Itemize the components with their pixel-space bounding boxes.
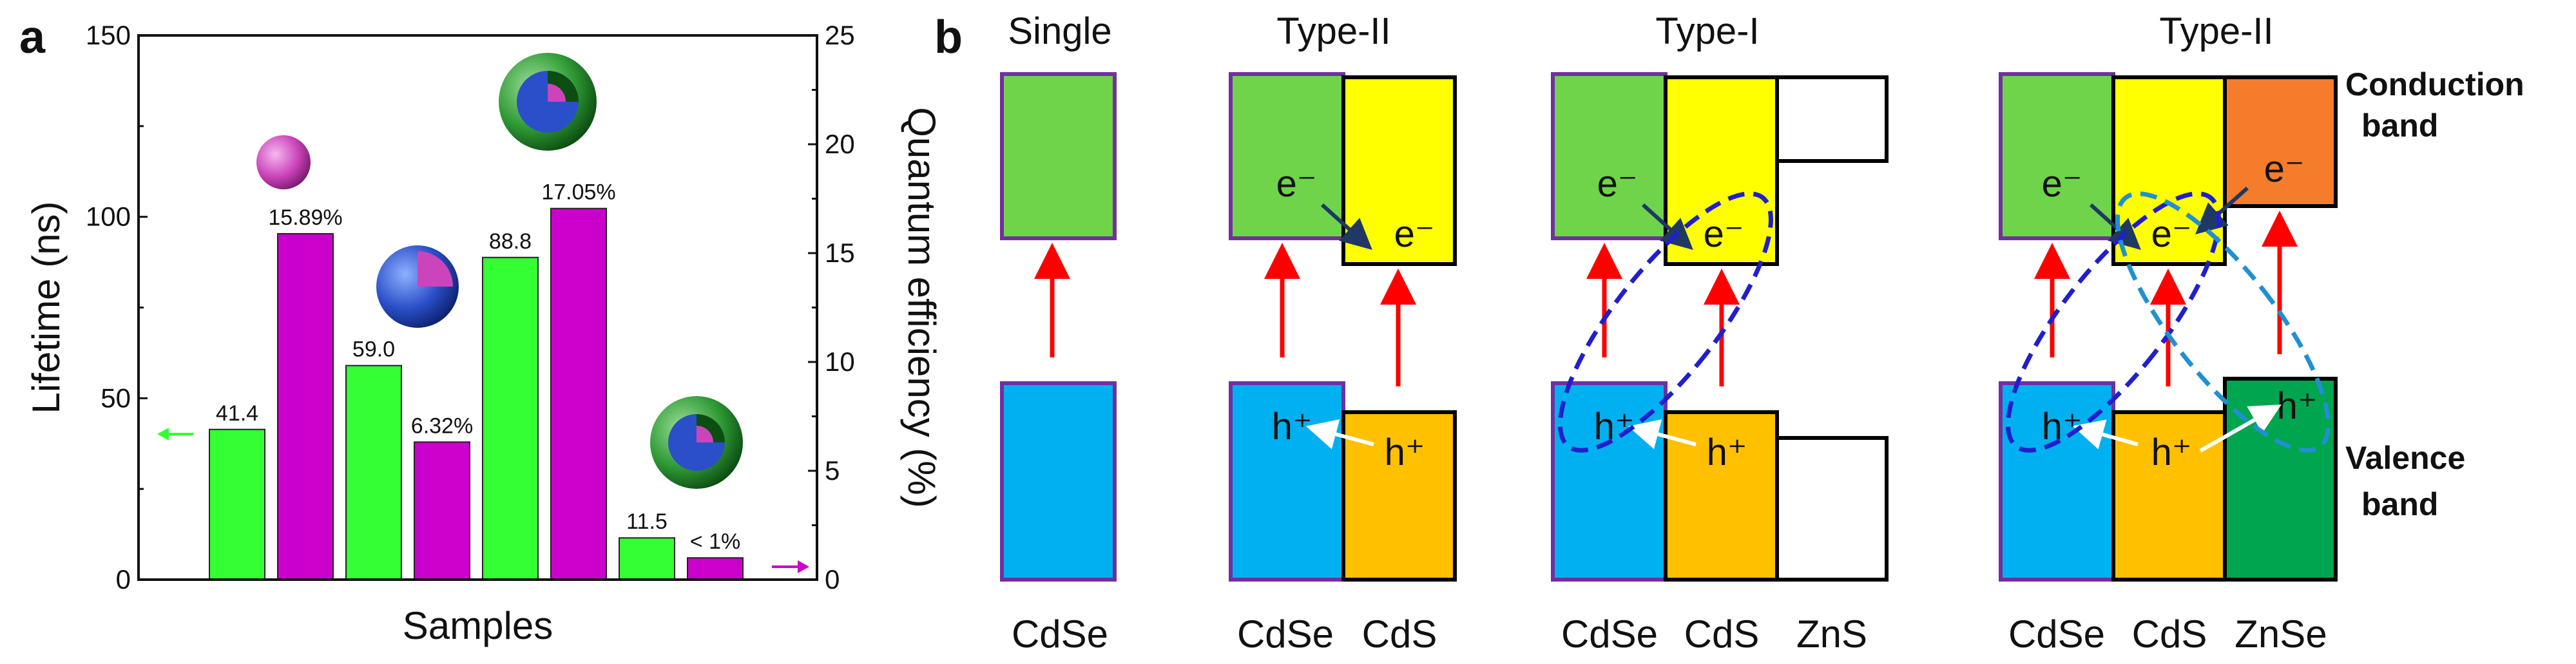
material-label-cdse: CdSe — [2008, 612, 2105, 656]
electron-label: e⁻ — [1597, 163, 1638, 205]
panel-letter-b: b — [934, 12, 963, 63]
band-diagram-cdse-cds: e⁻ e⁻ h⁺ h⁺ — [1229, 72, 1457, 582]
title-type-ii-cdse-cds-znse: Type-II — [2159, 10, 2273, 52]
left-axis-indicator-arrow — [157, 428, 193, 441]
electron-label: e⁻ — [1394, 213, 1435, 255]
right-y-tick-label: 0 — [825, 564, 840, 594]
quantum-efficiency-data-label: < 1% — [690, 529, 740, 554]
band-diagram-cdse-cds-znse: e⁻ e⁻ e⁻ h⁺ h⁺ h⁺ — [1999, 72, 2338, 582]
cdse-cds-core-shell-particle-image — [376, 245, 459, 328]
exciton-overlap-ellipse — [2006, 191, 2221, 453]
hole-label: h⁺ — [1707, 432, 1747, 473]
cdse-cds-zns-particle-image — [499, 53, 597, 151]
hole-transfer-arrow — [1305, 419, 1374, 450]
zns-valence-band — [1775, 436, 1889, 582]
material-label-cds: CdS — [1362, 612, 1437, 656]
right-y-tick-label: 15 — [825, 238, 855, 268]
band-diagram-cdse-cds-zns: e⁻ e⁻ h⁺ h⁺ — [1551, 72, 1889, 582]
material-label-cdse: CdSe — [1561, 612, 1658, 656]
svg-text:band: band — [2361, 108, 2438, 144]
material-label-znse: ZnSe — [2235, 612, 2327, 656]
conduction-band-label: Conduction band — [2345, 66, 2524, 144]
quantum-efficiency-bar — [414, 441, 470, 580]
electron-transfer-arrow — [2195, 186, 2249, 234]
right-y-tick-label: 10 — [825, 346, 855, 377]
cdse-conduction-band — [1000, 72, 1117, 240]
lifetime-bar — [482, 256, 539, 580]
electron-label: e⁻ — [1276, 163, 1317, 205]
right-y-tick-label: 5 — [825, 455, 840, 486]
hole-label: h⁺ — [2277, 385, 2318, 427]
material-label-cds: CdS — [2132, 612, 2207, 656]
electron-label: e⁻ — [2151, 213, 2192, 255]
material-label-cdse: CdSe — [1012, 612, 1108, 656]
hole-label: h⁺ — [1272, 406, 1312, 448]
lifetime-bar — [619, 537, 675, 581]
cdse-valence-band — [1000, 381, 1117, 582]
panel-b: b Single Type-II Type-I Type-II e⁻ e⁻ h⁺… — [934, 10, 2524, 656]
exciton-overlap-ellipse — [1558, 191, 1773, 453]
quantum-efficiency-data-label: 15.89% — [268, 205, 342, 230]
exciton-overlap-ellipse-2 — [2115, 191, 2331, 453]
title-single: Single — [1008, 10, 1111, 52]
hole-label: h⁺ — [2151, 432, 2192, 473]
quantum-efficiency-data-label: 6.32% — [411, 413, 473, 438]
hole-transfer-arrow — [2072, 419, 2139, 450]
cdse-conduction-band — [1999, 72, 2115, 240]
lifetime-bar — [345, 365, 402, 581]
right-axis-indicator-arrow — [772, 560, 809, 573]
valence-band-label: Valence band — [2345, 440, 2465, 522]
cds-valence-band — [2111, 410, 2227, 582]
quantum-efficiency-bar — [550, 207, 607, 580]
right-y-tick-label: 20 — [825, 129, 855, 159]
right-y-tick-label: 25 — [825, 20, 855, 50]
electron-label: e⁻ — [1704, 213, 1744, 255]
cdse-conduction-band — [1551, 72, 1668, 240]
electron-label: e⁻ — [2042, 163, 2082, 205]
title-type-ii-cdse-cds: Type-II — [1276, 10, 1390, 52]
left-y-axis-label: Lifetime (ns) — [24, 201, 68, 413]
hole-label: h⁺ — [1385, 432, 1425, 473]
quantum-efficiency-data-label: 17.05% — [541, 180, 615, 205]
lifetime-data-label: 88.8 — [489, 229, 532, 254]
znse-conduction-band — [2223, 75, 2338, 208]
svg-text:Conduction: Conduction — [2345, 66, 2524, 102]
left-y-tick-label: 0 — [116, 564, 131, 594]
quantum-efficiency-bar — [687, 557, 744, 581]
cdse-core-particle-image — [256, 135, 311, 189]
cdse-valence-band — [1229, 381, 1345, 582]
electron-transfer-arrow — [1320, 203, 1372, 251]
hole-transfer-arrow — [1628, 419, 1697, 450]
quantum-efficiency-bar — [277, 232, 334, 580]
left-y-tick-label: 100 — [86, 202, 131, 232]
svg-text:Valence: Valence — [2345, 440, 2465, 476]
lifetime-bar — [209, 428, 265, 581]
material-label-cds: CdS — [1684, 612, 1760, 656]
bar-series: 41.4 15.89% 59.0 6.32% 88.8 17.05% 11.5 < 1% — [209, 180, 744, 581]
title-type-i: Type-I — [1655, 10, 1759, 52]
hole-label: h⁺ — [2042, 406, 2082, 448]
material-label-cdse: CdSe — [1237, 612, 1334, 656]
band-diagram-single — [1000, 72, 1117, 582]
lifetime-data-label: 59.0 — [352, 337, 395, 362]
zns-conduction-band — [1775, 75, 1889, 163]
lifetime-data-label: 11.5 — [626, 509, 668, 534]
cdse-cds-znse-particle-image — [650, 396, 743, 489]
svg-text:band: band — [2361, 486, 2438, 522]
left-y-tick-label: 50 — [101, 383, 131, 413]
lifetime-data-label: 41.4 — [216, 401, 258, 426]
panel-a: a 41.415.89%59.06.32%88.817.05%11.5< 1% … — [19, 12, 943, 647]
material-label-zns: ZnS — [1796, 612, 1867, 656]
left-y-tick-label: 150 — [86, 20, 131, 50]
right-y-axis-label: Quantum efficiency (%) — [900, 107, 943, 507]
cdse-conduction-band — [1229, 72, 1345, 240]
electron-label: e⁻ — [2264, 148, 2305, 190]
hole-label: h⁺ — [1594, 406, 1635, 448]
hole-transfer-arrow — [2199, 404, 2282, 453]
x-axis-label: Samples — [403, 604, 553, 647]
axes: 0 50 100 150 0 5 10 15 20 25 — [86, 20, 855, 594]
panel-letter-a: a — [19, 12, 46, 63]
